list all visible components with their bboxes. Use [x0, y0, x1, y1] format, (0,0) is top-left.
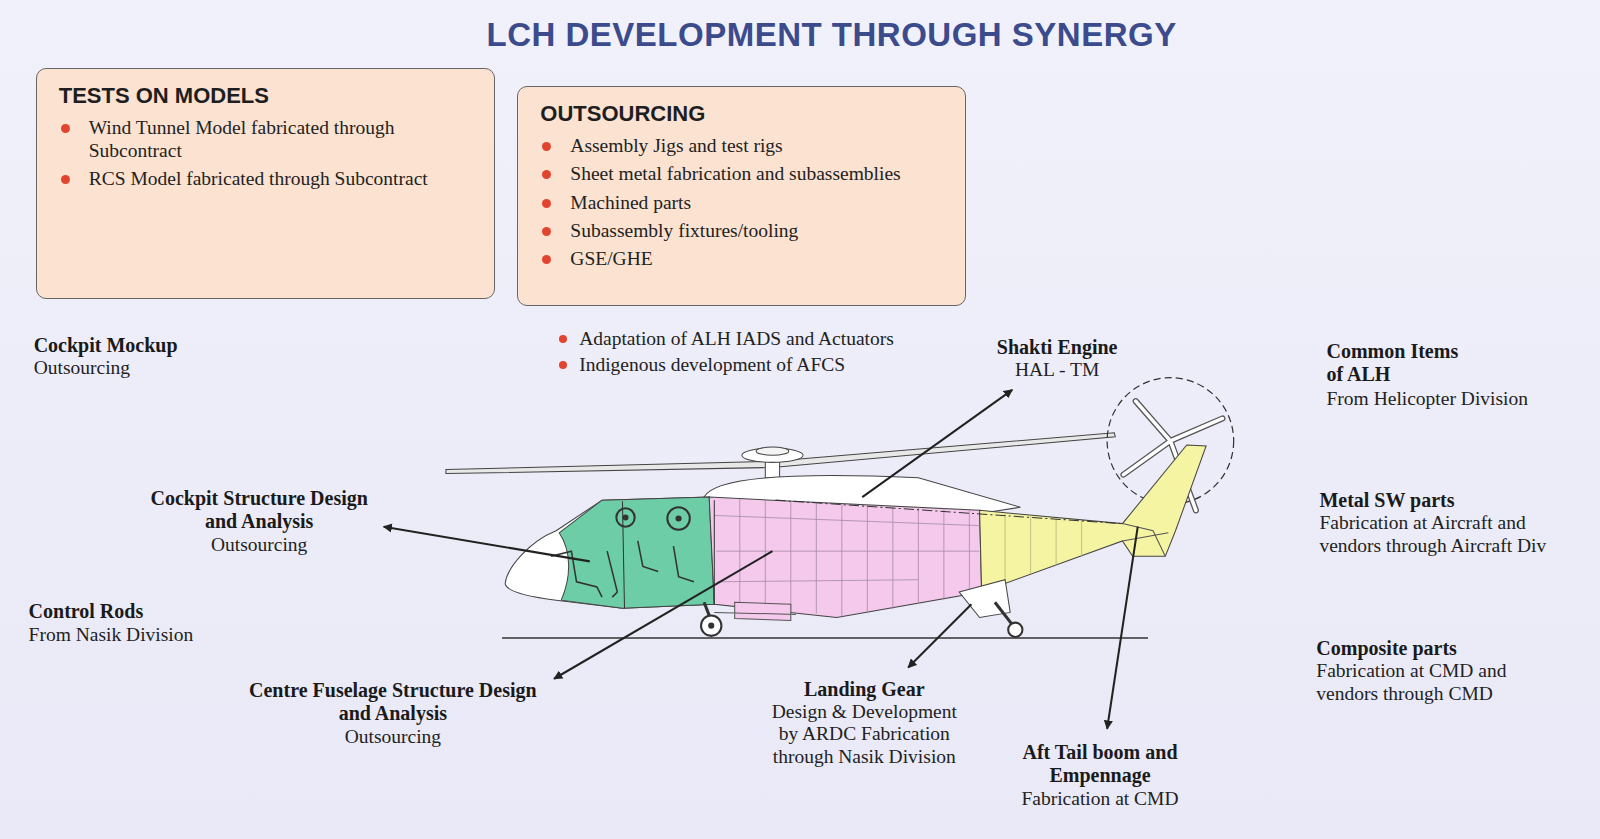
main-rotor-part — [446, 433, 1115, 474]
fuselage-part — [980, 445, 1207, 592]
bullet-item: Subassembly fixtures/tooling — [540, 220, 947, 242]
fuselage-part — [776, 500, 1123, 523]
bullet-item: GSE/GHE — [540, 248, 947, 270]
part-note: Fabrication at CMD — [988, 788, 1212, 810]
part-heading: Landing Gear — [762, 678, 966, 701]
part-heading: Control Rods — [29, 600, 253, 623]
part-note: HAL - TM — [955, 359, 1159, 381]
cockpit-seats-part — [616, 508, 634, 526]
landing-gear-part — [701, 615, 721, 635]
cockpit-seats-part — [622, 514, 628, 520]
fuselage-part — [1122, 524, 1168, 557]
part-heading: Common Items of ALH — [1327, 340, 1470, 386]
bullet-item: Wind Tunnel Model fabricated through Sub… — [59, 117, 476, 162]
landing-gear-part — [708, 623, 714, 629]
fuselage-part — [1005, 513, 1082, 581]
landing-gear-part — [1008, 623, 1022, 637]
leader-arrows-part — [1107, 527, 1138, 729]
box-heading: TESTS ON MODELS — [59, 83, 476, 109]
landing-gear-part — [995, 602, 1012, 624]
fuselage-part — [714, 515, 979, 581]
bullet-item: RCS Model fabricated through Subcontract — [59, 168, 476, 190]
leader-arrows — [384, 390, 1138, 729]
part-heading: Shakti Engine — [955, 336, 1159, 359]
bullet-note: Indigenous development of AFCS — [559, 354, 987, 376]
part-heading: Metal SW parts — [1319, 489, 1564, 512]
part-note: Outsourcing — [34, 357, 269, 379]
ground-line-part — [502, 637, 1148, 639]
leader-arrows-part — [554, 551, 772, 679]
leader-arrows-part — [862, 390, 1012, 497]
fuselage-part — [709, 497, 981, 617]
bullet-note: Adaptation of ALH IADS and Actuators — [559, 328, 987, 350]
part-heading: Composite parts — [1316, 637, 1561, 660]
fuselage-part — [740, 499, 970, 616]
box-heading: OUTSOURCING — [540, 101, 947, 127]
main-rotor — [446, 433, 1115, 478]
info-box: TESTS ON MODELS Wind Tunnel Model fabrica… — [36, 68, 495, 299]
part-note: From Nasik Division — [29, 624, 264, 646]
info-box: OUTSOURCING Assembly Jigs and test rigsSh… — [517, 86, 966, 306]
part-note: Fabrication at Aircraft and vendors thro… — [1319, 512, 1586, 557]
cockpit-seats-part — [551, 541, 694, 597]
landing-gear — [701, 580, 1022, 637]
fuselage-part — [714, 602, 796, 620]
cockpit-seats-part — [667, 507, 689, 529]
bullet-item: Assembly Jigs and test rigs — [540, 135, 947, 157]
part-heading: Cockpit Structure Design and Analysis — [139, 487, 379, 533]
diagram-title: LCH DEVELOPMENT THROUGH SYNERGY — [487, 16, 1177, 54]
part-note: Outsourcing — [157, 534, 361, 556]
cockpit-seats-part — [676, 515, 682, 521]
part-heading: Aft Tail boom and Empennage — [998, 741, 1202, 787]
part-heading: Centre Fuselage Structure Design and Ana… — [240, 679, 546, 725]
fuselage — [505, 445, 1206, 621]
part-note: Outsourcing — [291, 726, 495, 748]
part-note: Fabrication at CMD and vendors through C… — [1316, 660, 1556, 705]
leader-arrows-part — [384, 527, 590, 562]
main-rotor-part — [756, 447, 789, 455]
cockpit-seats — [551, 507, 694, 597]
part-note: Design & Development by ARDC Fabrication… — [760, 701, 969, 768]
leader-arrows-part — [908, 604, 971, 667]
bullet-item: Machined parts — [540, 192, 947, 214]
part-note: From Helicopter Division — [1327, 388, 1590, 410]
part-heading: Cockpit Mockup — [34, 334, 269, 357]
bullet-item: Sheet metal fabrication and subassemblie… — [540, 163, 947, 185]
fuselage-part — [559, 497, 714, 608]
ground-line — [502, 637, 1148, 638]
